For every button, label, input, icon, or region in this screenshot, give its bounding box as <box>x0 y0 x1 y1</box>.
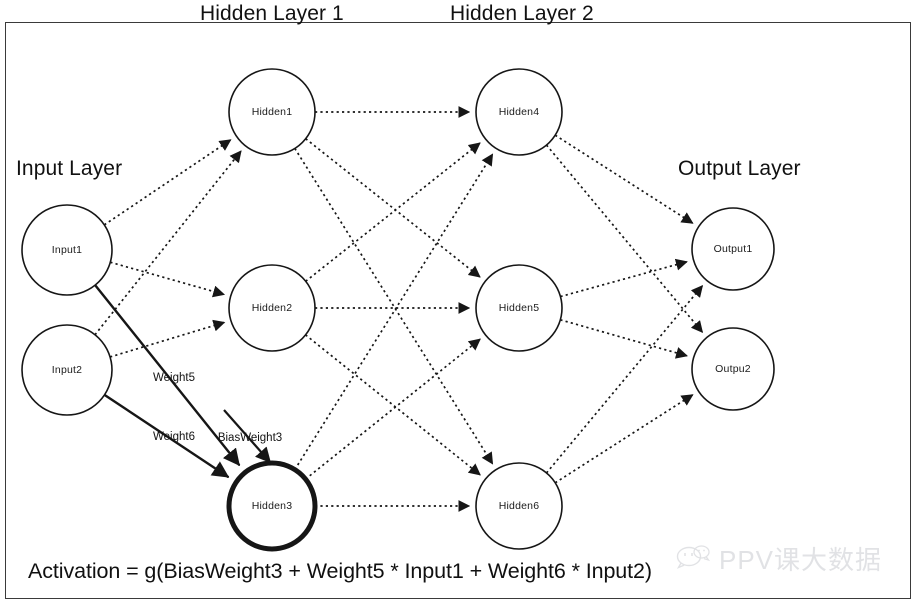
edge-label-weight5: Weight5 <box>153 372 195 384</box>
edge-label-weight6: Weight6 <box>153 431 195 443</box>
node-label-hidden2: Hidden2 <box>251 302 293 314</box>
layer-title-hidden-layer-2: Hidden Layer 2 <box>450 2 594 25</box>
node-label-hidden5: Hidden5 <box>498 302 540 314</box>
layer-title-output-layer: Output Layer <box>678 157 801 180</box>
layer-title-input-layer: Input Layer <box>16 157 123 180</box>
node-label-hidden4: Hidden4 <box>498 106 540 118</box>
node-label-hidden6: Hidden6 <box>498 500 540 512</box>
layer-title-hidden-layer-1: Hidden Layer 1 <box>200 2 344 25</box>
node-label-hidden3: Hidden3 <box>251 500 293 512</box>
activation-formula: Activation = g(BiasWeight3 + Weight5 * I… <box>28 559 652 583</box>
node-label-output1: Output1 <box>713 243 753 255</box>
diagram-frame <box>5 22 911 599</box>
node-label-output2: Outpu2 <box>715 363 751 375</box>
node-label-hidden1: Hidden1 <box>251 106 293 118</box>
node-label-input2: Input2 <box>51 364 83 376</box>
edge-label-biasweight3: BiasWeight3 <box>217 432 283 444</box>
node-label-input1: Input1 <box>51 244 83 256</box>
